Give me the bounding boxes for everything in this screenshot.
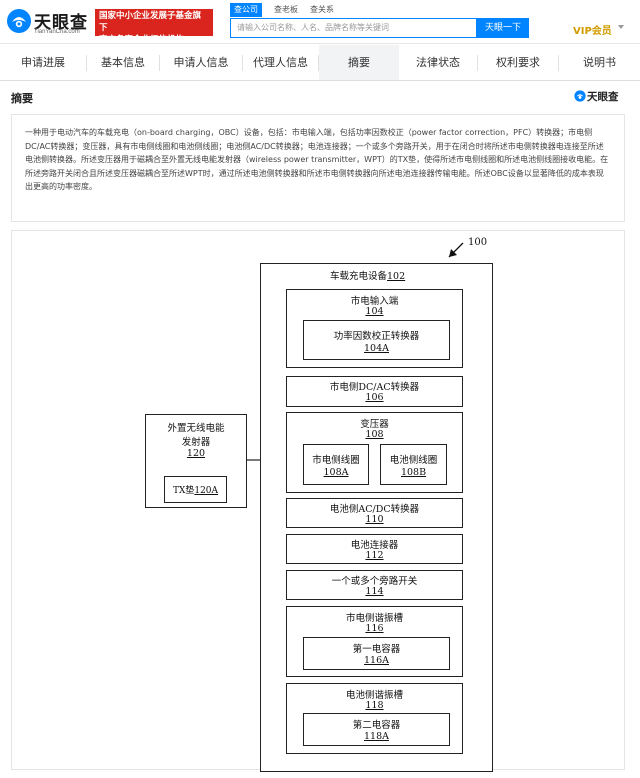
mains-resonant-num: 116 xyxy=(365,623,384,634)
transformer-num: 108 xyxy=(365,429,384,440)
bypass-switch-box xyxy=(286,570,463,600)
mains-coil-box xyxy=(303,444,369,485)
battery-coil-num: 108B xyxy=(400,467,427,478)
mains-coil-num: 108A xyxy=(323,467,349,478)
tx-pad-box xyxy=(164,476,227,503)
battery-connector-label: 电池连接器 xyxy=(350,540,399,551)
mains-dcac-label: 市电侧DC/AC转换器 xyxy=(329,382,420,393)
search-tab-boss[interactable]: 查老板 xyxy=(274,5,298,14)
search-tab-company[interactable]: 查公司 xyxy=(230,3,262,17)
search-input[interactable]: 请输入公司名称、人名、品牌名称等关键词 xyxy=(230,18,477,38)
cap1-box xyxy=(303,637,450,670)
mains-coil-label: 市电侧线圈 xyxy=(312,455,360,466)
battery-coil-label: 电池侧线圈 xyxy=(389,455,438,466)
tab-agent-info[interactable]: 代理人信息 xyxy=(253,56,308,69)
mains-dcac-num: 106 xyxy=(365,392,384,403)
search-button[interactable]: 天眼一下 xyxy=(477,18,529,38)
mains-dcac-box xyxy=(286,376,463,407)
search-tab-relation[interactable]: 查关系 xyxy=(310,5,334,14)
top-header: 天眼查 TianYanCha.com 国家中小企业发展子基金旗下 官方备案企业征… xyxy=(0,0,640,45)
transformer-label: 变压器 xyxy=(360,419,389,430)
brand-text: 天眼查 xyxy=(587,91,619,103)
tab-divider xyxy=(242,55,243,71)
battery-resonant-label: 电池侧谐振槽 xyxy=(345,690,403,701)
tianyancha-logo[interactable]: 天眼查 TianYanCha.com xyxy=(6,6,90,38)
tab-divider xyxy=(86,55,87,71)
wpt-label-line1: 外置无线电能 xyxy=(167,423,225,434)
logo-subtext: TianYanCha.com xyxy=(34,29,80,35)
banner-line-2: 官方备案企业征信机构 xyxy=(99,35,185,45)
battery-acdc-label: 电池侧AC/DC转换器 xyxy=(329,504,420,515)
obc-name: 车载充电设备 xyxy=(330,271,388,282)
section-title: 摘要 xyxy=(11,92,33,105)
logo-text: 天眼查 xyxy=(34,13,88,33)
pfc-num: 104A xyxy=(364,343,389,354)
tx-pad-label: TX垫120A xyxy=(164,483,227,496)
credit-banner[interactable]: 国家中小企业发展子基金旗下 官方备案企业征信机构 xyxy=(95,9,213,45)
mains-input-num: 104 xyxy=(365,306,384,317)
reference-label: 100 xyxy=(468,237,488,248)
battery-acdc-box xyxy=(286,498,463,528)
section-brand: 天眼查 xyxy=(574,88,634,104)
cap1-num: 116A xyxy=(364,655,389,666)
tab-specification[interactable]: 说明书 xyxy=(583,56,616,69)
tab-claims[interactable]: 权利要求 xyxy=(496,56,540,69)
battery-coil-box xyxy=(380,444,447,485)
pfc-label: 功率因数校正转换器 xyxy=(333,331,420,342)
bypass-switch-label: 一个或多个旁路开关 xyxy=(331,576,418,587)
mains-resonant-label: 市电侧谐振槽 xyxy=(345,613,403,624)
bypass-switch-num: 114 xyxy=(365,586,384,597)
tx-pad-name: TX垫 xyxy=(172,486,195,496)
tab-divider xyxy=(558,55,559,71)
vip-member-link[interactable]: VIP会员 xyxy=(573,26,612,37)
tab-legal-status[interactable]: 法律状态 xyxy=(416,56,460,69)
cap1-label: 第一电容器 xyxy=(352,644,401,655)
tab-divider xyxy=(318,55,319,71)
obc-num: 102 xyxy=(387,271,406,282)
battery-resonant-num: 118 xyxy=(365,700,384,711)
banner-line-1: 国家中小企业发展子基金旗下 xyxy=(99,11,202,33)
obc-label: 车载充电设备102 xyxy=(330,268,405,282)
tab-application-progress[interactable]: 申请进展 xyxy=(21,56,65,69)
battery-connector-num: 112 xyxy=(365,550,384,561)
battery-connector-box xyxy=(286,534,463,564)
logo-icon xyxy=(7,9,31,33)
wpt-num: 120 xyxy=(186,448,206,459)
wpt-label-line2: 发射器 xyxy=(181,437,211,448)
tab-basic-info[interactable]: 基本信息 xyxy=(101,56,145,69)
tab-applicant-info[interactable]: 申请人信息 xyxy=(173,56,229,69)
chevron-down-icon[interactable] xyxy=(618,25,624,29)
tab-divider xyxy=(477,55,478,71)
abstract-text: 一种用于电动汽车的车载充电（on-board charging，OBC）设备，包… xyxy=(11,114,625,222)
cap2-box xyxy=(303,713,450,746)
pfc-converter-box xyxy=(303,320,450,360)
battery-acdc-num: 110 xyxy=(365,514,384,525)
tx-pad-num: 120A xyxy=(194,486,219,496)
logo-icon xyxy=(574,90,586,102)
cap2-num: 118A xyxy=(364,731,389,742)
tab-divider xyxy=(159,55,160,71)
patent-tabs: 申请进展 基本信息 申请人信息 代理人信息 摘要 法律状态 权利要求 说明书 xyxy=(0,45,640,81)
mains-input-label: 市电输入端 xyxy=(350,296,399,307)
cap2-label: 第二电容器 xyxy=(352,720,401,731)
tab-abstract[interactable]: 摘要 xyxy=(319,45,399,80)
